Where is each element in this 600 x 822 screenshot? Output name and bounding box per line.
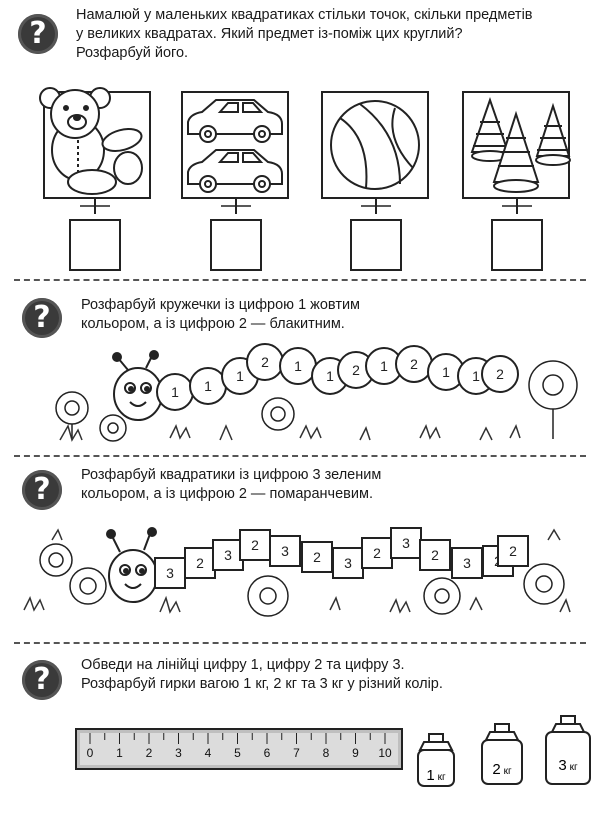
ball-icon bbox=[330, 100, 420, 190]
square-number: 2 bbox=[313, 549, 321, 565]
ruler-number[interactable]: 10 bbox=[378, 746, 392, 760]
square-number: 2 bbox=[431, 547, 439, 563]
ruler-number[interactable]: 1 bbox=[116, 746, 123, 760]
ruler-number[interactable]: 0 bbox=[87, 746, 94, 760]
task1-instruction: Намалюй у маленьких квадратиках стільки … bbox=[76, 6, 533, 63]
circle-number: 1 bbox=[326, 368, 334, 384]
circle-number: 2 bbox=[352, 362, 360, 378]
task1-line: Розфарбуй його. bbox=[76, 45, 189, 61]
square-number: 2 bbox=[196, 555, 204, 571]
section-divider bbox=[14, 455, 586, 457]
weight-number: 3 bbox=[558, 757, 566, 774]
weight-unit: кг bbox=[504, 766, 512, 777]
weight-icon[interactable]: 2 кг bbox=[481, 723, 523, 785]
circle-number: 1 bbox=[442, 364, 450, 380]
square-number: 2 bbox=[373, 545, 381, 561]
answer-box[interactable] bbox=[491, 219, 543, 271]
number-square[interactable]: 2 bbox=[239, 529, 271, 561]
task2-line: Розфарбуй кружечки із цифрою 1 жовтим bbox=[81, 297, 361, 313]
circle-number: 1 bbox=[171, 384, 179, 400]
task1-line: у великих квадратах. Який предмет із-пом… bbox=[76, 26, 463, 42]
number-circle[interactable]: 2 bbox=[337, 351, 375, 389]
weight-icon[interactable]: 3 кг bbox=[545, 715, 591, 785]
answer-box[interactable] bbox=[350, 219, 402, 271]
circle-number: 1 bbox=[294, 358, 302, 374]
car-icon bbox=[187, 149, 283, 193]
square-number: 3 bbox=[344, 555, 352, 571]
number-square[interactable]: 2 bbox=[361, 537, 393, 569]
weight-icon[interactable]: 1 кг bbox=[417, 733, 455, 787]
weight-label: 2 кг bbox=[492, 761, 512, 778]
number-square[interactable]: 3 bbox=[212, 539, 244, 571]
ruler-number[interactable]: 3 bbox=[175, 746, 182, 760]
daisy-icon bbox=[39, 543, 565, 617]
number-square[interactable]: 3 bbox=[269, 535, 301, 567]
section-divider bbox=[14, 642, 586, 644]
number-square[interactable]: 3 bbox=[332, 547, 364, 579]
circle-number: 2 bbox=[496, 366, 504, 382]
task3-line: Розфарбуй квадратики із цифрою 3 зеленим bbox=[81, 467, 382, 483]
task3-instruction: Розфарбуй квадратики із цифрою 3 зеленим… bbox=[81, 466, 381, 504]
weight-unit: кг bbox=[570, 762, 578, 773]
square-number: 3 bbox=[166, 565, 174, 581]
number-square[interactable]: 3 bbox=[390, 527, 422, 559]
ruler-number[interactable]: 5 bbox=[234, 746, 241, 760]
square-number: 2 bbox=[251, 537, 259, 553]
square-chain: 3232323232322 bbox=[154, 527, 529, 589]
number-square[interactable]: 2 bbox=[184, 547, 216, 579]
question-icon: ? bbox=[22, 660, 62, 700]
weight-number: 1 bbox=[426, 767, 434, 784]
question-icon: ? bbox=[22, 470, 62, 510]
square-number: 2 bbox=[509, 543, 517, 559]
circle-number: 1 bbox=[472, 368, 480, 384]
circle-number: 1 bbox=[380, 358, 388, 374]
ruler-number[interactable]: 6 bbox=[264, 746, 271, 760]
task4-line: Обведи на лінійці цифру 1, цифру 2 та ци… bbox=[81, 657, 405, 673]
question-icon: ? bbox=[18, 14, 58, 54]
task4-instruction: Обведи на лінійці цифру 1, цифру 2 та ци… bbox=[81, 656, 443, 694]
answer-box[interactable] bbox=[210, 219, 262, 271]
weight-label: 1 кг bbox=[426, 767, 446, 784]
task1-line: Намалюй у маленьких квадратиках стільки … bbox=[76, 7, 533, 23]
circle-number: 2 bbox=[410, 356, 418, 372]
caterpillar-head-icon bbox=[112, 350, 163, 421]
caterpillar-head-icon bbox=[106, 527, 158, 603]
square-number: 3 bbox=[402, 535, 410, 551]
pyramid-toy-icon bbox=[470, 96, 571, 193]
daisy-icon bbox=[55, 360, 578, 442]
circle-number: 1 bbox=[236, 368, 244, 384]
circle-number: 1 bbox=[204, 378, 212, 394]
car-icon bbox=[187, 99, 283, 143]
task4-line: Розфарбуй гирки вагою 1 кг, 2 кг та 3 кг… bbox=[81, 676, 443, 692]
teddy-bear-icon bbox=[39, 87, 143, 195]
number-square[interactable]: 2 bbox=[497, 535, 529, 567]
square-number: 3 bbox=[224, 547, 232, 563]
ruler-number[interactable]: 4 bbox=[205, 746, 212, 760]
ruler-number[interactable]: 8 bbox=[323, 746, 330, 760]
ruler-number[interactable]: 2 bbox=[146, 746, 153, 760]
task2-line: кольором, а із цифрою 2 — блакитним. bbox=[81, 316, 345, 332]
circle-number: 2 bbox=[261, 354, 269, 370]
ruler-number[interactable]: 7 bbox=[293, 746, 300, 760]
number-circle[interactable]: 2 bbox=[481, 355, 519, 393]
task2-instruction: Розфарбуй кружечки із цифрою 1 жовтим ко… bbox=[81, 296, 360, 334]
answer-box[interactable] bbox=[69, 219, 121, 271]
number-square[interactable]: 2 bbox=[419, 539, 451, 571]
square-number: 3 bbox=[463, 555, 471, 571]
weight-unit: кг bbox=[438, 772, 446, 783]
ruler-number[interactable]: 9 bbox=[352, 746, 359, 760]
weight-label: 3 кг bbox=[558, 757, 578, 774]
weight-number: 2 bbox=[492, 761, 500, 778]
question-icon: ? bbox=[22, 298, 62, 338]
section-divider bbox=[14, 279, 586, 281]
task3-line: кольором, а із цифрою 2 — помаранчевим. bbox=[81, 486, 373, 502]
square-number: 3 bbox=[281, 543, 289, 559]
